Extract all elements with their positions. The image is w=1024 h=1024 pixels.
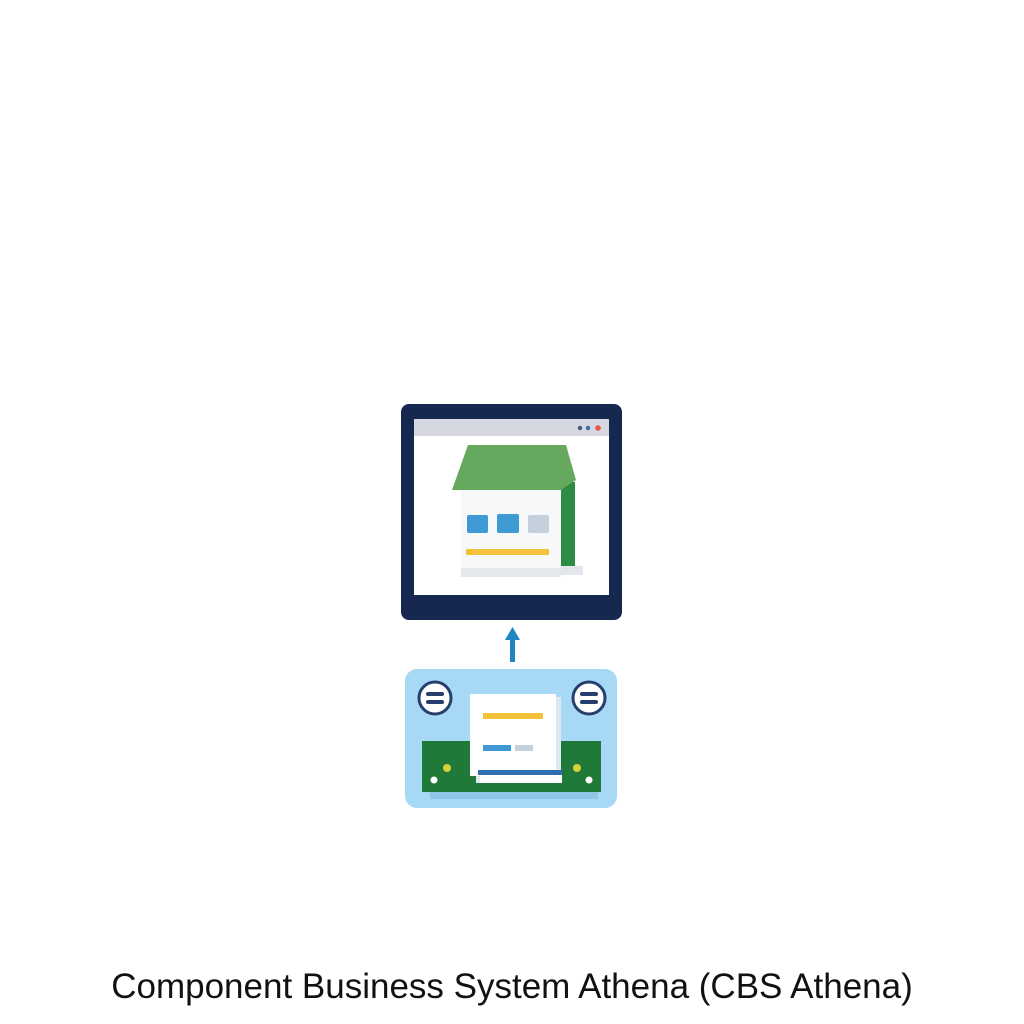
arrow-shaft <box>510 637 515 662</box>
document-bottom-bar <box>478 770 562 775</box>
board-dot-icon <box>430 776 438 784</box>
window-dot-icon <box>577 425 583 431</box>
menu-circle-icon <box>571 680 607 716</box>
house-roof <box>452 445 576 490</box>
document-line-blue <box>483 745 511 751</box>
house-icon <box>452 445 583 577</box>
house-side-wall <box>561 482 575 567</box>
arrow-up-icon <box>505 627 520 662</box>
server-card-icon <box>405 669 617 808</box>
menu-circle-icon <box>417 680 453 716</box>
house-window-3 <box>528 515 549 533</box>
diagram-caption: Component Business System Athena (CBS At… <box>111 967 913 1006</box>
board-dot-icon <box>443 764 451 772</box>
house-shadow <box>561 566 583 575</box>
arrow-head <box>505 627 520 640</box>
house-window-2 <box>497 514 519 533</box>
board-dot-icon <box>585 776 593 784</box>
monitor-icon <box>401 404 622 620</box>
document-page <box>470 694 556 776</box>
window-dot-icon <box>585 425 591 431</box>
window-close-dot-icon <box>595 425 601 431</box>
document-icon <box>470 694 562 783</box>
board-dot-icon <box>573 764 581 772</box>
house-window-1 <box>467 515 488 533</box>
document-line-yellow <box>483 713 543 719</box>
document-bottom-page <box>480 775 562 783</box>
window-titlebar <box>414 419 609 436</box>
document-line-gray <box>515 745 533 751</box>
house-base <box>461 568 561 577</box>
house-sign-bar <box>466 549 549 555</box>
board-shadow <box>430 792 598 799</box>
